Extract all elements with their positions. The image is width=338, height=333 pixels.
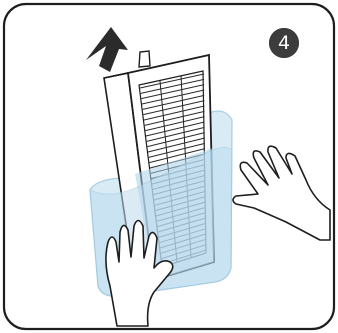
step-number: 4 — [269, 28, 299, 58]
